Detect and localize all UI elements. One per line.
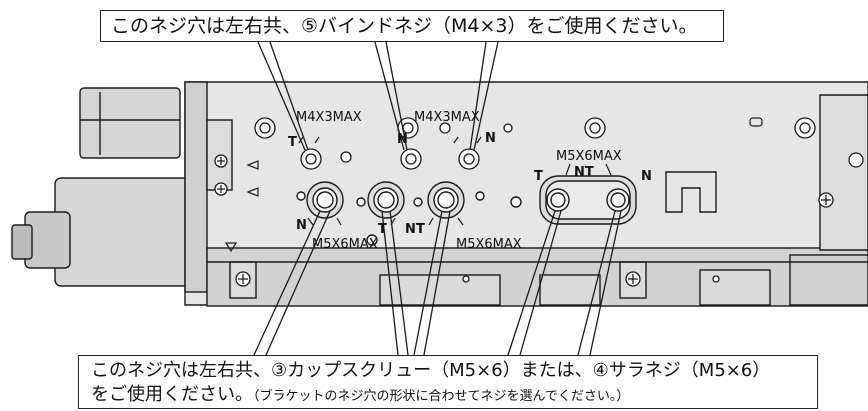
label-t: T <box>416 222 425 237</box>
m5-holes <box>296 171 717 246</box>
label-n: N <box>641 169 652 184</box>
actuator-body <box>11 87 206 287</box>
bottom-callout: このネジ穴は左右共、③カップスクリュー（M5×6）または、④サラネジ（M5×6）… <box>78 355 818 409</box>
label-m5-bottom-mid: M5X6MAX <box>456 237 522 252</box>
direction-ticks <box>298 136 612 226</box>
label-m4-right: M4X3MAX <box>414 110 480 125</box>
bottom-callout-line2: をご使用ください。（ブラケットのネジ穴の形状に合わせてネジを選んでください。） <box>91 383 817 409</box>
bottom-leader-lines <box>253 210 622 356</box>
drawing-labels: M4X3MAX M4X3MAX M5X6MAX M5X6MAX M5X6MAX … <box>288 110 652 252</box>
top-callout-text: このネジ穴は左右共、⑤バインドネジ（M4×3）をご使用ください。 <box>111 15 698 37</box>
label-m5-top: M5X6MAX <box>556 149 622 164</box>
bottom-callout-line1: このネジ穴は左右共、③カップスクリュー（M5×6）または、④サラネジ（M5×6） <box>91 360 771 381</box>
bottom-callout-line2-main: をご使用ください。 <box>91 384 253 405</box>
label-m4-left: M4X3MAX <box>296 110 362 125</box>
side-screws <box>214 152 864 287</box>
label-n: N <box>485 131 496 146</box>
bottom-callout-note: （ブラケットのネジ穴の形状に合わせてネジを選んでください。） <box>253 389 630 404</box>
upper-holes <box>254 117 816 170</box>
bracket-plate <box>184 81 868 307</box>
top-leader-lines <box>257 41 499 151</box>
markers <box>224 117 763 253</box>
label-m5-bottom-left: M5X6MAX <box>312 237 378 252</box>
top-callout: このネジ穴は左右共、⑤バインドネジ（M4×3）をご使用ください。 <box>100 10 724 42</box>
label-n: N <box>296 218 307 233</box>
label-t: T <box>378 222 387 237</box>
label-nt: NT <box>574 165 594 180</box>
label-n: N <box>405 222 416 237</box>
label-n: N <box>397 132 408 147</box>
label-t: T <box>534 169 543 184</box>
label-t: T <box>288 135 297 150</box>
